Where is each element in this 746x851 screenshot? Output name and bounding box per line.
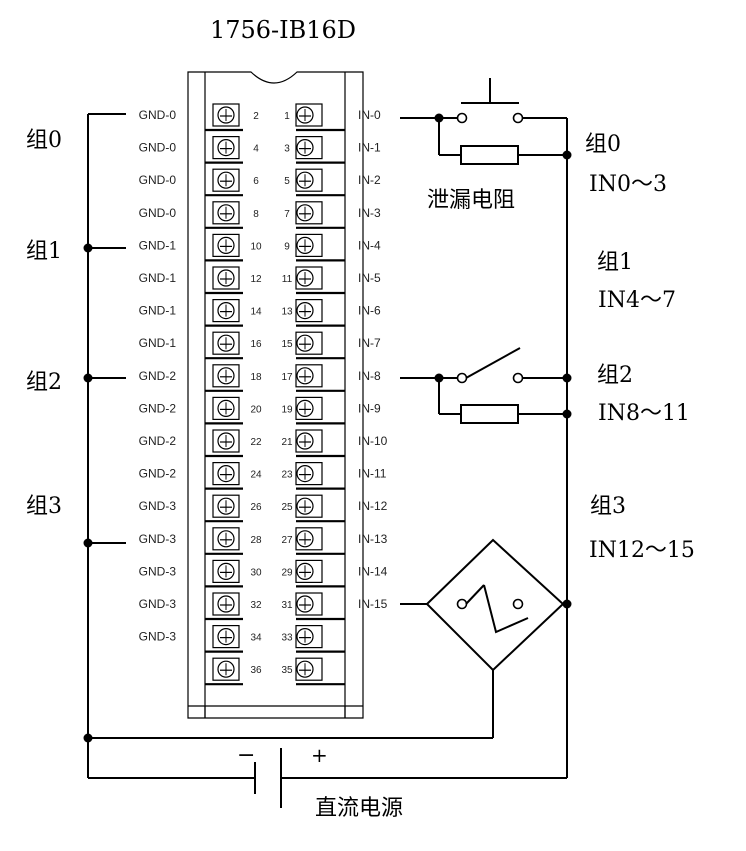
gnd-label: GND-3 bbox=[139, 597, 177, 611]
in-label: IN-6 bbox=[358, 304, 381, 318]
gnd-label: GND-1 bbox=[139, 336, 177, 350]
terminal-number: 35 bbox=[281, 665, 293, 676]
in-label: IN-8 bbox=[358, 369, 381, 383]
terminal-number: 2 bbox=[253, 111, 259, 122]
in-label: IN-7 bbox=[358, 336, 381, 350]
terminal-number: 28 bbox=[250, 535, 262, 546]
in-label: IN-12 bbox=[358, 499, 388, 513]
terminal-number: 12 bbox=[250, 274, 262, 285]
gnd-label: GND-2 bbox=[139, 467, 177, 481]
terminal-number: 5 bbox=[284, 176, 290, 187]
right-group-range-3: IN12～15 bbox=[589, 538, 695, 563]
terminal-number: 14 bbox=[250, 307, 262, 318]
terminal-number: 26 bbox=[250, 502, 262, 513]
terminal-number: 32 bbox=[250, 600, 262, 611]
terminal-number: 31 bbox=[281, 600, 293, 611]
gnd-label: GND-0 bbox=[139, 206, 177, 220]
in-label: IN-4 bbox=[358, 238, 381, 252]
in-label: IN-0 bbox=[358, 108, 381, 122]
gnd-label: GND-3 bbox=[139, 499, 177, 513]
leakage-resistor-label: 泄漏电阻 bbox=[427, 188, 515, 213]
terminal-number: 23 bbox=[281, 470, 293, 481]
gnd-label: GND-0 bbox=[139, 141, 177, 155]
terminal-number: 36 bbox=[250, 665, 262, 676]
in-label-column: IN-0IN-1IN-2IN-3IN-4IN-5IN-6IN-7IN-8IN-9… bbox=[358, 108, 388, 611]
terminal-number: 22 bbox=[250, 437, 262, 448]
terminal-number: 11 bbox=[282, 274, 293, 285]
in-label: IN-9 bbox=[358, 401, 381, 415]
in-label: IN-14 bbox=[358, 564, 388, 578]
right-group-range-1: IN4～7 bbox=[598, 288, 676, 313]
leakage-resistor-2 bbox=[438, 378, 572, 424]
in-label: IN-2 bbox=[358, 173, 381, 187]
left-group-label-0: 组0 bbox=[26, 128, 62, 153]
gnd-label: GND-3 bbox=[139, 532, 177, 546]
toggle-switch bbox=[400, 347, 572, 384]
terminal-number: 24 bbox=[250, 470, 262, 481]
gnd-label: GND-0 bbox=[139, 108, 177, 122]
dc-power-supply bbox=[88, 748, 567, 808]
right-group-label-2: 组2 bbox=[597, 363, 633, 388]
terminal-block bbox=[187, 71, 364, 719]
terminal-number: 34 bbox=[250, 633, 262, 644]
gnd-label: GND-3 bbox=[139, 564, 177, 578]
right-group-label-3: 组3 bbox=[590, 494, 626, 519]
leakage-resistor-0 bbox=[438, 118, 572, 165]
battery-minus-sign: − bbox=[237, 743, 255, 768]
gnd-label: GND-3 bbox=[139, 630, 177, 644]
terminal-number: 27 bbox=[281, 535, 293, 546]
terminal-number: 25 bbox=[281, 502, 293, 513]
right-group-range-0: IN0～3 bbox=[589, 172, 667, 197]
proximity-sensor bbox=[88, 538, 572, 739]
in-label: IN-11 bbox=[358, 467, 387, 481]
ground-bus bbox=[83, 113, 126, 778]
gnd-label: GND-2 bbox=[139, 369, 177, 383]
terminal-number: 13 bbox=[281, 307, 293, 318]
terminal-number: 18 bbox=[250, 372, 262, 383]
terminal-number: 17 bbox=[281, 372, 293, 383]
gnd-label-column: GND-0GND-0GND-0GND-0GND-1GND-1GND-1GND-1… bbox=[139, 108, 177, 644]
left-group-label-1: 组1 bbox=[26, 239, 62, 264]
in-label: IN-13 bbox=[358, 532, 388, 546]
gnd-label: GND-1 bbox=[139, 271, 177, 285]
terminal-number: 4 bbox=[253, 144, 259, 155]
terminal-number: 19 bbox=[281, 404, 293, 415]
terminal-number: 8 bbox=[253, 209, 259, 220]
terminal-number: 30 bbox=[250, 567, 262, 578]
terminal-number: 29 bbox=[281, 567, 293, 578]
gnd-label: GND-2 bbox=[139, 434, 177, 448]
in-label: IN-10 bbox=[358, 434, 388, 448]
pushbutton-switch bbox=[400, 78, 568, 155]
terminal-number: 10 bbox=[250, 241, 262, 252]
left-group-label-3: 组3 bbox=[26, 494, 62, 519]
in-label: IN-3 bbox=[358, 206, 381, 220]
terminal-number: 7 bbox=[284, 209, 290, 220]
terminal-number: 15 bbox=[281, 339, 293, 350]
terminal-number: 20 bbox=[250, 404, 262, 415]
gnd-label: GND-2 bbox=[139, 401, 177, 415]
module-title: 1756-IB16D bbox=[210, 16, 356, 44]
terminal-number: 9 bbox=[284, 241, 290, 252]
terminal-number: 33 bbox=[281, 633, 293, 644]
left-group-label-2: 组2 bbox=[26, 370, 62, 395]
dc-supply-label: 直流电源 bbox=[315, 796, 403, 821]
in-label: IN-1 bbox=[358, 141, 381, 155]
right-group-range-2: IN8～11 bbox=[598, 401, 690, 426]
gnd-label: GND-1 bbox=[139, 238, 177, 252]
terminal-number: 3 bbox=[284, 144, 290, 155]
terminal-number: 1 bbox=[284, 111, 290, 122]
in-label: IN-15 bbox=[358, 597, 388, 611]
terminal-number: 16 bbox=[250, 339, 262, 350]
gnd-label: GND-1 bbox=[139, 304, 177, 318]
in-label: IN-5 bbox=[358, 271, 381, 285]
terminal-number: 6 bbox=[253, 176, 259, 187]
terminal-number: 21 bbox=[281, 437, 293, 448]
battery-plus-sign: + bbox=[311, 743, 328, 767]
right-group-label-0: 组0 bbox=[585, 132, 621, 157]
right-group-label-1: 组1 bbox=[597, 250, 633, 275]
gnd-label: GND-0 bbox=[139, 173, 177, 187]
